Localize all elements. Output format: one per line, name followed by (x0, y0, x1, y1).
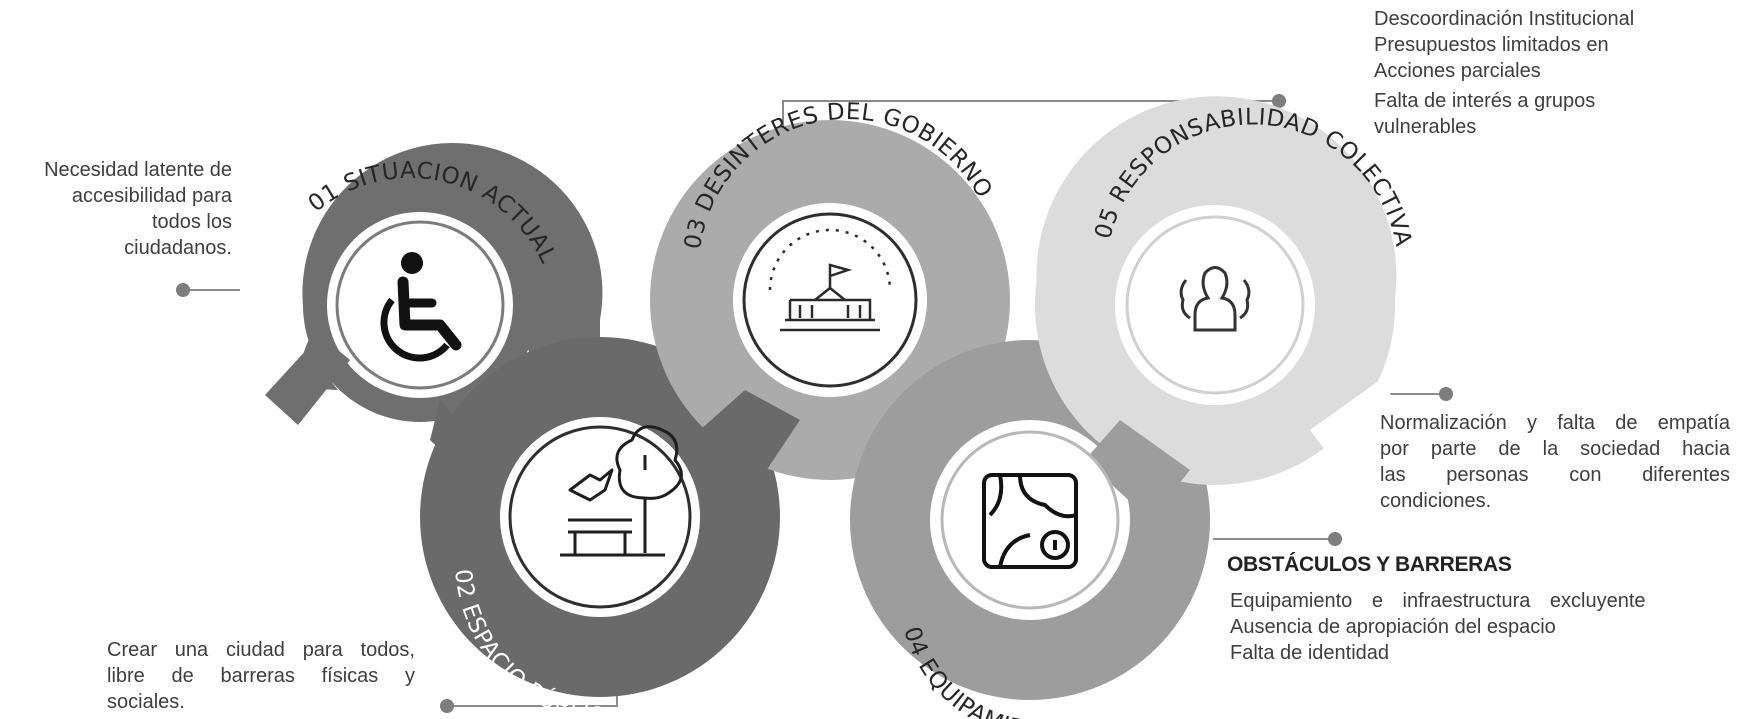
note-line: Normalización y falta de empatía (1380, 412, 1730, 434)
note-line: condiciones. (1380, 490, 1492, 512)
government-building-icon (768, 228, 892, 332)
note-colectiva: Normalización y falta de empatía por par… (1380, 410, 1730, 514)
note-line: Acciones parciales (1374, 60, 1541, 82)
note-line: libre de barreras físicas y (107, 665, 415, 687)
obstaculos-title: OBSTÁCULOS Y BARRERAS (1227, 553, 1512, 576)
connector-dots (176, 94, 1453, 713)
note-line: Necesidad latente de (44, 159, 232, 181)
map-icon (982, 473, 1078, 569)
note-line: Falta de identidad (1230, 642, 1390, 664)
note-line: las personas con diferentes (1380, 464, 1730, 486)
note-situacion: Necesidad latente de accesibilidad para … (10, 157, 232, 261)
note-line: por parte de la sociedad hacia (1380, 438, 1730, 460)
note-line: Falta de interés a grupos (1374, 90, 1596, 112)
note-line: Equipamiento e infraestructura excluyent… (1230, 590, 1646, 612)
note-line: Ausencia de apropiación del espacio (1230, 616, 1556, 638)
note-line: Descoordinación Institucional (1374, 8, 1635, 30)
note-espacio: Crear una ciudad para todos, libre de ba… (107, 637, 415, 715)
wheelchair-icon (380, 252, 462, 362)
note-line: todos los (151, 211, 232, 233)
note-line: sociales. (107, 691, 185, 713)
note-line: Crear una ciudad para todos, (107, 639, 415, 661)
park-icon (560, 425, 683, 557)
note-obstaculos: Equipamiento e infraestructura excluyent… (1230, 588, 1714, 666)
group-icon (1179, 266, 1251, 332)
note-line: ciudadanos. (124, 237, 232, 259)
note-gobierno: Descoordinación Institucional Presupuest… (1374, 6, 1704, 140)
note-line: vulnerables (1374, 116, 1477, 138)
note-line: accesibilidad para (71, 185, 232, 207)
note-line: Presupuestos limitados en (1374, 34, 1609, 56)
